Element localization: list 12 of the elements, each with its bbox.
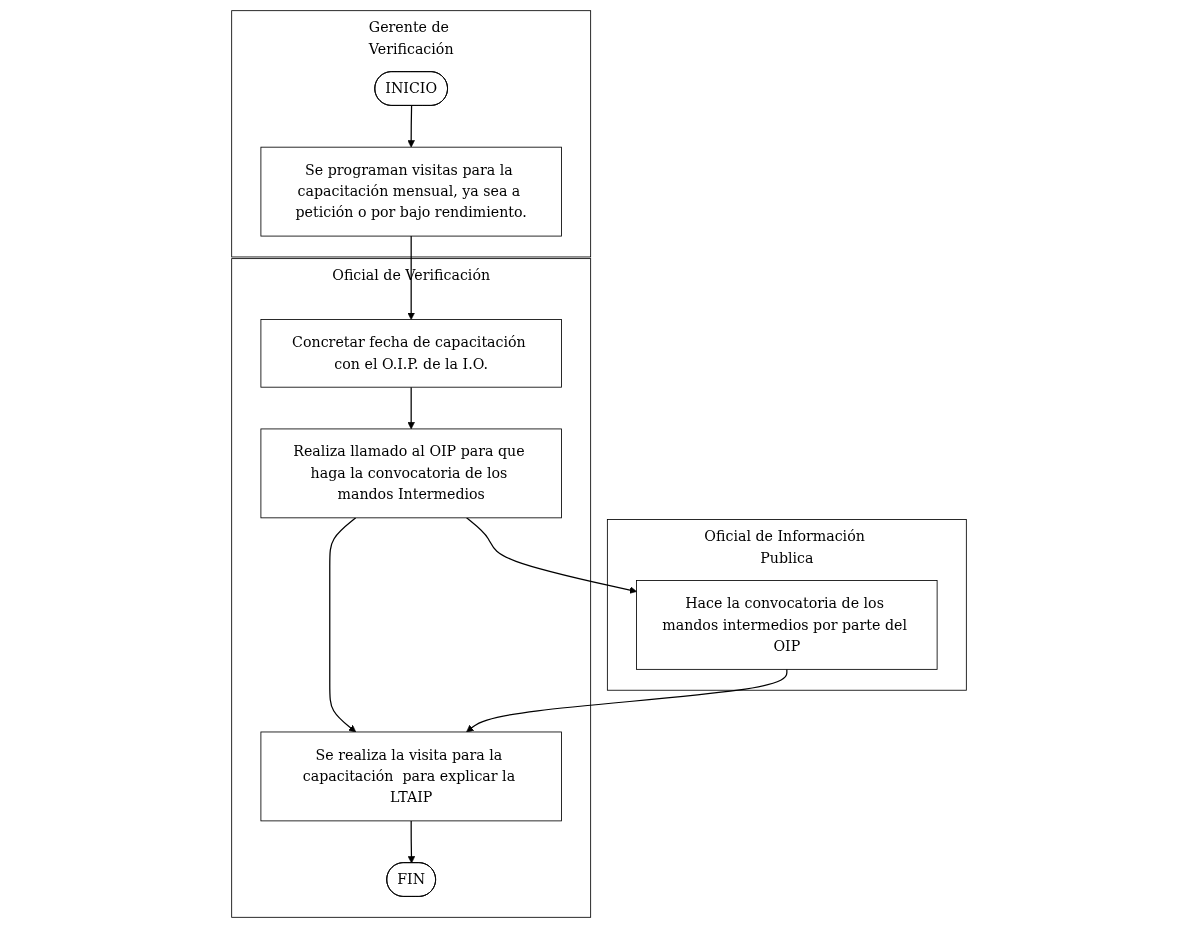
node-box: Hace la convocatoria de los mandos intermedios por parte del OIP (636, 580, 938, 670)
arrow (407, 235, 415, 320)
node-box: Se realiza la visita para la capacitación para explicar la LTAIP (260, 731, 562, 822)
arrow (466, 668, 788, 733)
node-box: Realiza llamado al OIP para que haga la convocatoria de los mandos Intermedios (260, 428, 562, 519)
arrow (407, 105, 415, 148)
arrow (465, 517, 637, 594)
arrow (407, 386, 415, 430)
node-box: Concretar fecha de capacitación con el O.I.P. de la I.O. (260, 319, 562, 388)
node-box: Se programan visitas para la capacitación mensual, ya sea a petición o por bajo rendimiento. (260, 146, 562, 237)
arrow (329, 517, 357, 733)
arrow (407, 820, 416, 864)
